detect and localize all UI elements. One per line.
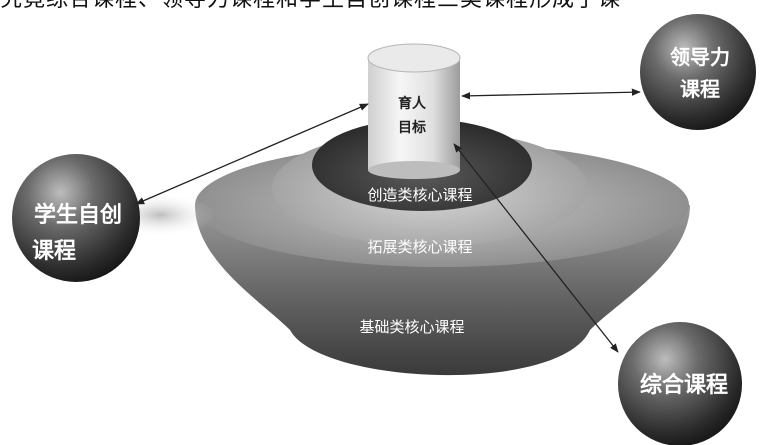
arrow-student-core xyxy=(135,103,369,205)
leadership-sphere xyxy=(640,14,756,130)
arrow-comprehensive-core xyxy=(453,143,619,353)
core-cylinder xyxy=(367,43,461,179)
leadership-label-line1: 领导力 xyxy=(670,45,730,69)
core-label-line2: 目标 xyxy=(398,119,426,136)
comprehensive-label: 综合课程 xyxy=(640,372,728,398)
header-text-fragment: 究竟综合课程、领导力课程和学生自创课程三类课程形成了课 xyxy=(0,0,762,13)
middle-layer-label: 拓展类核心课程 xyxy=(367,238,472,256)
core-label-line1: 育人 xyxy=(398,95,427,112)
outer-layer-label: 基础类核心课程 xyxy=(359,318,464,336)
student-label-line1: 学生自创 xyxy=(34,202,122,228)
inner-layer-label: 创造类核心课程 xyxy=(367,186,472,204)
arrow-leadership-core xyxy=(461,88,641,100)
leadership-label-line2: 课程 xyxy=(680,77,720,101)
student-label-line2: 课程 xyxy=(32,239,76,264)
comprehensive-sphere xyxy=(618,322,742,445)
student-sphere xyxy=(12,154,140,282)
